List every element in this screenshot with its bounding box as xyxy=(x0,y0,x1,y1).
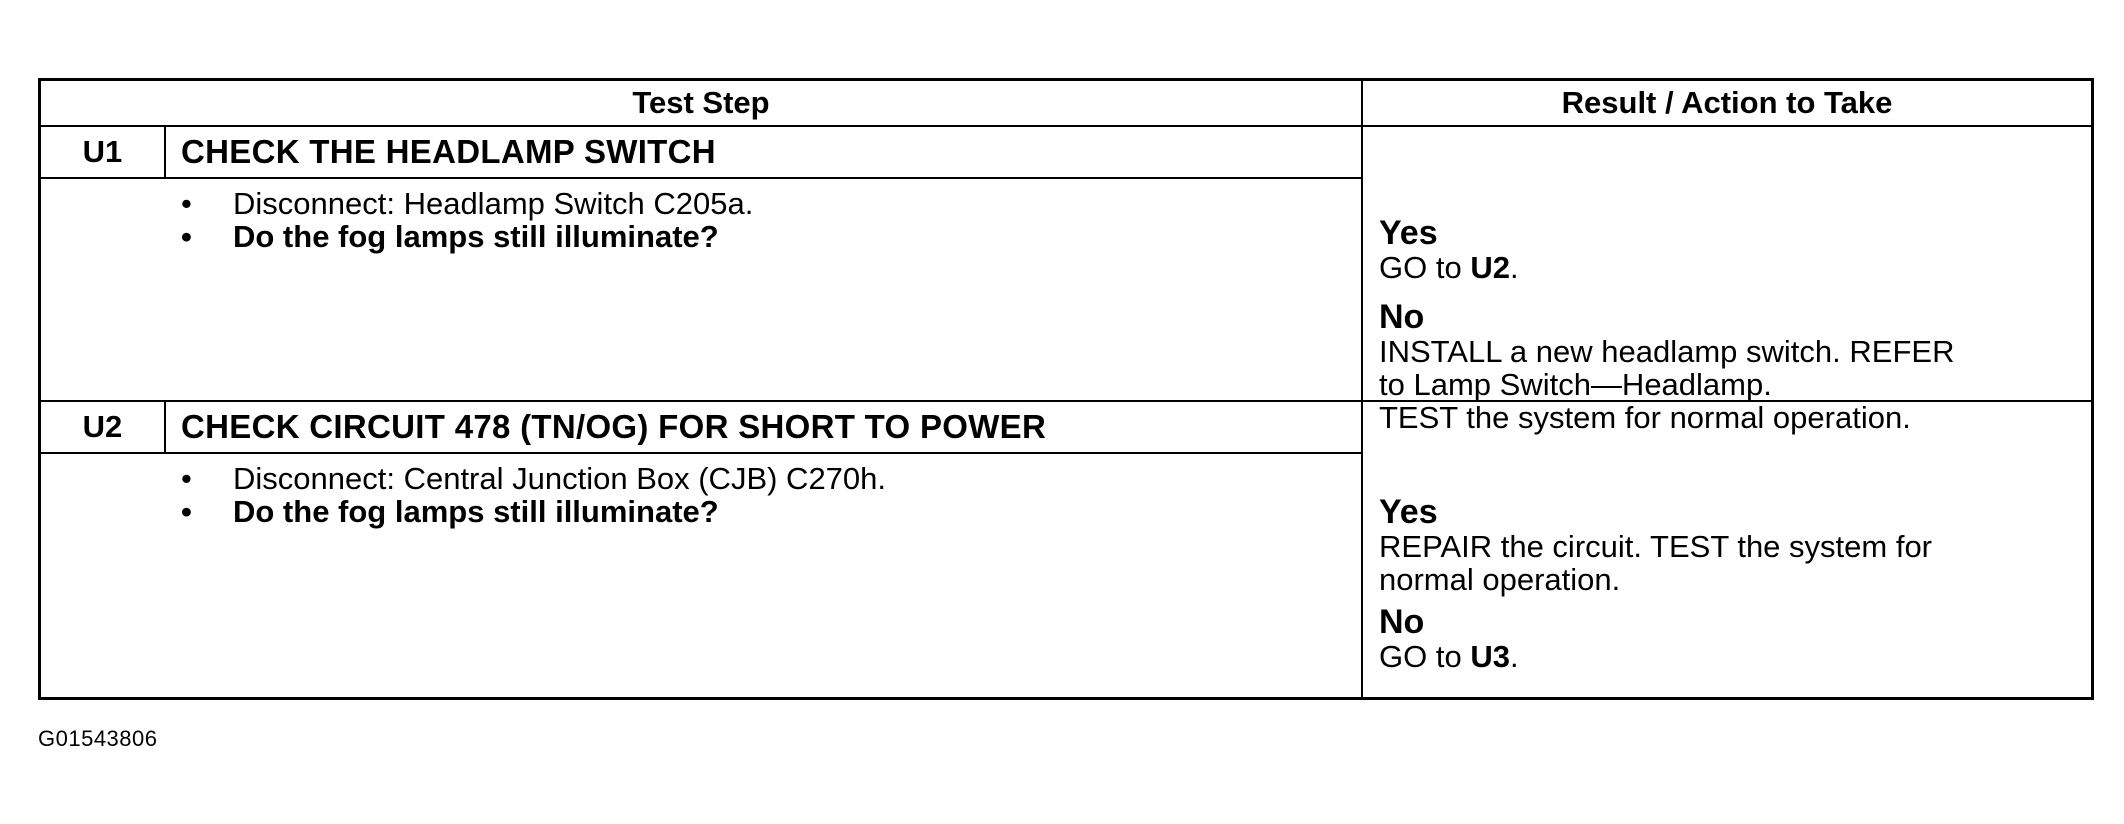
step-left-u1: U1 CHECK THE HEADLAMP SWITCH • Disconnect… xyxy=(41,127,1363,400)
step-title-row-u1: U1 CHECK THE HEADLAMP SWITCH xyxy=(41,127,1361,179)
step-title: CHECK THE HEADLAMP SWITCH xyxy=(181,133,716,170)
bullet-icon: • xyxy=(181,461,192,496)
step-right-u2: Yes REPAIR the circuit. TEST the system … xyxy=(1363,402,2091,697)
yes-action: GO to U2. xyxy=(1379,251,2081,284)
bullet-text: Do the fog lamps still illuminate? xyxy=(233,494,719,529)
bullet-icon: • xyxy=(181,494,192,529)
bullet-text: Do the fog lamps still illuminate? xyxy=(233,219,719,254)
result-no: No INSTALL a new headlamp switch. REFER … xyxy=(1379,299,2081,434)
no-label: No xyxy=(1379,603,1425,641)
yes-label: Yes xyxy=(1379,214,1438,252)
bullet-item: • Disconnect: Central Junction Box (CJB) … xyxy=(181,462,1351,495)
yes-suffix: . xyxy=(1509,250,1519,285)
bullet-icon: • xyxy=(181,219,192,254)
no-text: GO to xyxy=(1379,639,1471,674)
step-id: U2 xyxy=(41,402,166,452)
step-bullets: • Disconnect: Headlamp Switch C205a. • Do … xyxy=(181,187,1351,253)
step-row-u1: U1 CHECK THE HEADLAMP SWITCH • Disconnect… xyxy=(41,127,2091,434)
result-no: No GO to U3. xyxy=(1379,604,2081,673)
bullet-icon: • xyxy=(181,186,192,221)
result-yes: Yes REPAIR the circuit. TEST the system … xyxy=(1379,494,2081,596)
no-action: GO to U3. xyxy=(1379,640,2081,673)
bullet-item: • Disconnect: Headlamp Switch C205a. xyxy=(181,187,1351,220)
step-bullets: • Disconnect: Central Junction Box (CJB) … xyxy=(181,462,1351,528)
yes-line: normal operation. xyxy=(1379,562,1621,597)
header-result-action: Result / Action to Take xyxy=(1561,85,1893,120)
bullet-item-question: • Do the fog lamps still illuminate? xyxy=(181,220,1351,253)
no-line: to Lamp Switch—Headlamp. xyxy=(1379,367,1772,402)
step-id: U1 xyxy=(41,127,166,177)
bullet-text: Disconnect: Central Junction Box (CJB) C… xyxy=(233,461,887,496)
no-line: INSTALL a new headlamp switch. REFER xyxy=(1379,334,1955,369)
yes-ref: U2 xyxy=(1470,250,1510,285)
yes-text: GO to xyxy=(1379,250,1471,285)
header-test-step: Test Step xyxy=(41,81,1363,125)
step-left-u2: U2 CHECK CIRCUIT 478 (TN/OG) FOR SHORT T… xyxy=(41,402,1363,697)
no-label: No xyxy=(1379,298,1425,336)
step-right-u1: Yes GO to U2. No INSTALL a new headlamp … xyxy=(1363,127,2091,434)
figure-id: G01543806 xyxy=(38,726,158,751)
step-title-row-u2: U2 CHECK CIRCUIT 478 (TN/OG) FOR SHORT T… xyxy=(41,402,1361,454)
no-line: TEST the system for normal operation. xyxy=(1379,400,1911,435)
no-suffix: . xyxy=(1509,639,1519,674)
yes-line: REPAIR the circuit. TEST the system for xyxy=(1379,529,1933,564)
step-title: CHECK CIRCUIT 478 (TN/OG) FOR SHORT TO P… xyxy=(181,408,1047,445)
diagnostic-table: Test Step Result / Action to Take U1 CHE… xyxy=(38,78,2094,700)
no-ref: U3 xyxy=(1470,639,1510,674)
bullet-item-question: • Do the fog lamps still illuminate? xyxy=(181,495,1351,528)
step-row-u2: U2 CHECK CIRCUIT 478 (TN/OG) FOR SHORT T… xyxy=(41,402,2091,697)
result-yes: Yes GO to U2. xyxy=(1379,215,2081,284)
yes-label: Yes xyxy=(1379,493,1438,531)
table-header: Test Step Result / Action to Take xyxy=(41,81,2091,127)
bullet-text: Disconnect: Headlamp Switch C205a. xyxy=(233,186,754,221)
